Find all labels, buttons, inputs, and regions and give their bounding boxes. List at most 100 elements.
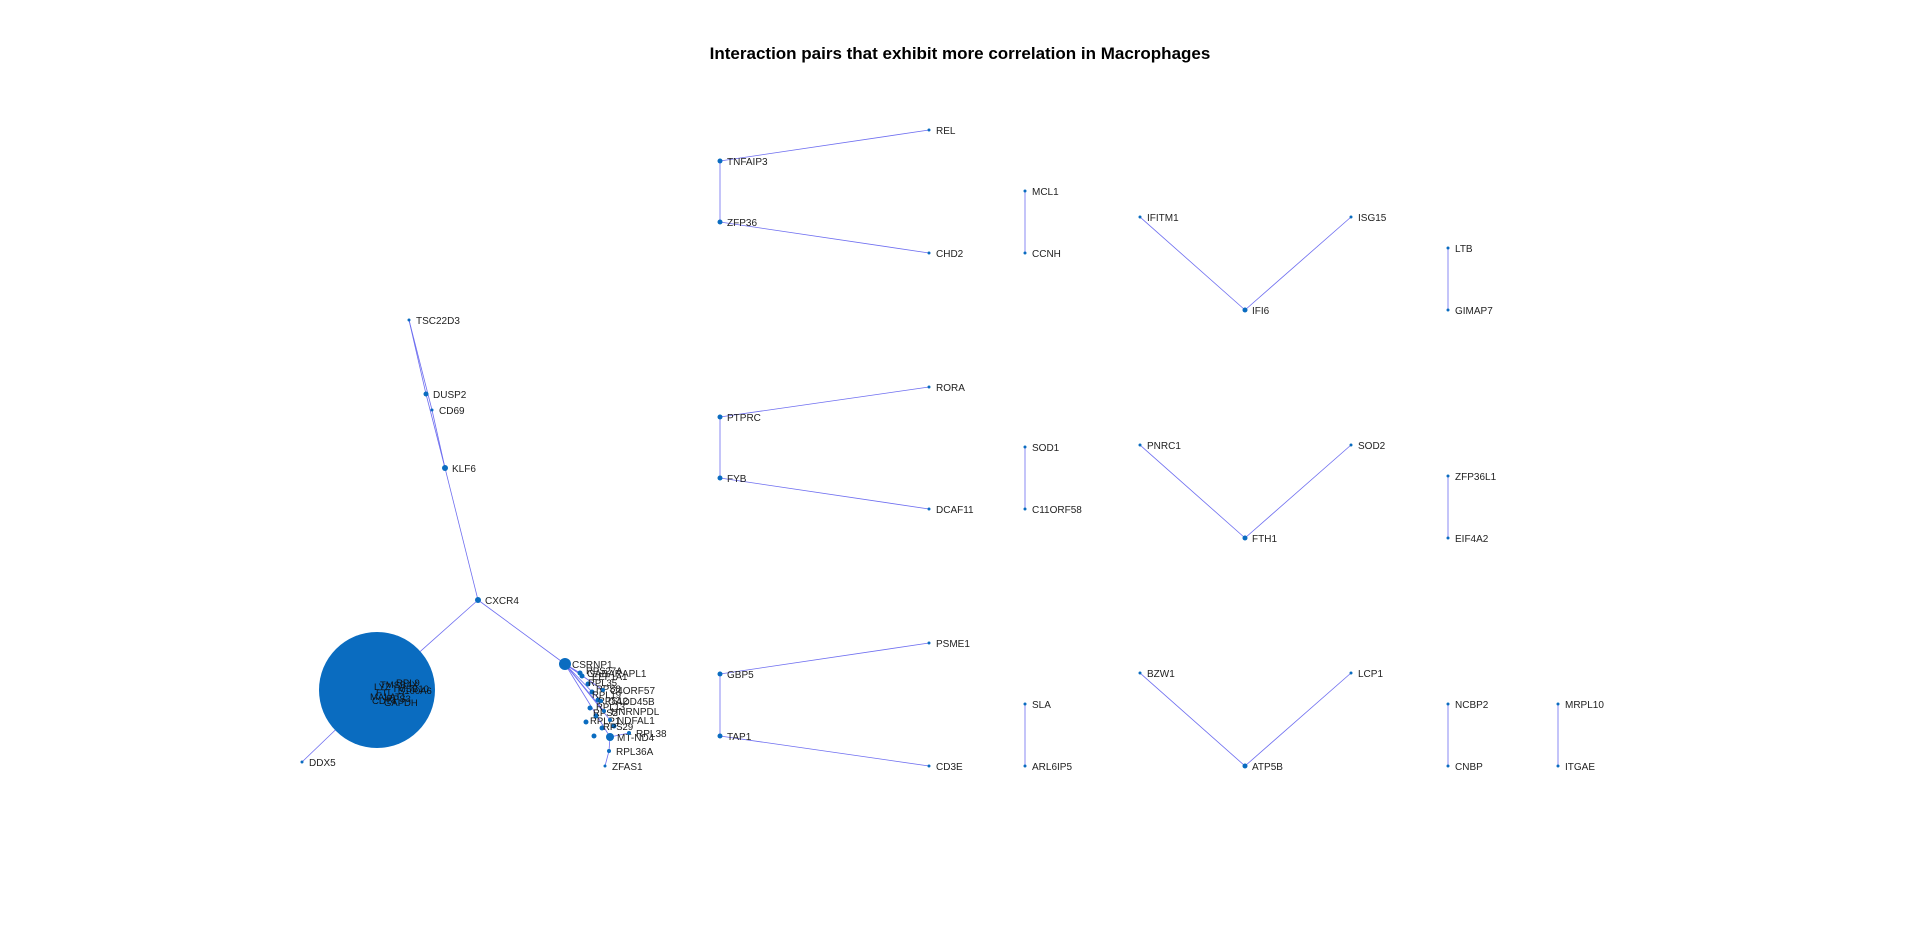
node-label-rel: REL [936,126,956,137]
hub-clutter-label-0: TMSB4X [380,680,419,691]
node-ndfal1 [608,718,612,722]
node-ccnh [1023,251,1027,255]
figure-title: Interaction pairs that exhibit more corr… [709,44,1211,63]
node-label-fyb: FYB [727,474,747,485]
node-label-csrnp1: CSRNP1 [572,660,613,671]
node-label-rpl38: RPL38 [636,729,667,740]
node-label-zfas1: ZFAS1 [612,762,643,773]
edge-IFITM1-IFI6 [1139,216,1246,311]
node-ptprc [717,414,723,420]
node-label-c4orf57: C4ORF57 [610,686,655,697]
node-label-c11orf58: C11ORF58 [1032,505,1082,516]
node-isg15 [1349,215,1353,219]
cluster-dot-9 [611,723,617,729]
node-label-rpl36a: RPL36A [616,747,654,758]
node-label-bzw1: BZW1 [1147,669,1175,680]
node-label-mrpl10: MRPL10 [1565,700,1604,711]
edge-SOD2-FTH1 [1244,444,1352,539]
node-klf6 [442,465,448,471]
node-c4orf57 [601,688,605,692]
node-label-mcl1: MCL1 [1032,187,1059,198]
node-label-dcaf11: DCAF11 [936,505,974,516]
node-atp5b [1242,763,1248,769]
edge-BZW1-ATP5B [1139,672,1246,767]
node-c11orf58 [1023,507,1027,511]
node-label-fth1: FTH1 [1252,534,1277,545]
node-rpl38 [627,731,631,735]
node-tnfaip3 [717,158,723,164]
node-label-gbp5: GBP5 [727,670,754,681]
node-mrpl10 [1556,702,1560,706]
edge-CSRNP1-GADD45B [564,663,602,702]
node-fyb [717,475,723,481]
node-label-atp5b: ATP5B [1252,762,1283,773]
node-cxcr4 [475,597,481,603]
node-zfas1 [603,764,607,768]
node-bzw1 [1138,671,1142,675]
edge-ZFP36-CHD2 [719,221,930,254]
hub-clutter-label-8: GAPDH [384,698,418,709]
node-label-psme1: PSME1 [936,639,970,650]
node-csrnp1 [559,658,571,670]
node-itgae [1556,764,1560,768]
node-label-zfp36l1: ZFP36L1 [1455,472,1497,483]
node-label-itgae: ITGAE [1565,762,1595,773]
node-cd69 [430,408,434,412]
node-label-klf6: KLF6 [452,464,476,475]
cluster-clutter-label-4: RPL19 [592,690,621,701]
node-gadd45b [599,699,603,703]
node-label-zfp36: ZFP36 [727,218,757,229]
edge-TSC22D3-CD69 [408,319,433,411]
edge-CSRNP1-MT-ND4 [564,663,611,738]
edge-PSME1-GBP5 [719,642,930,675]
cluster-dot-8 [591,733,597,739]
node-dcaf11 [927,507,931,511]
hub-clutter-label-5: RPL9 [396,678,420,689]
edge-TAP1-CD3E [719,735,930,767]
node-dusp2 [423,391,429,397]
cluster-dot-6 [583,719,589,725]
node-label-ncbp2: NCBP2 [1455,700,1489,711]
hub-clutter-label-3: MALAT1 [370,692,406,703]
node-label-gabarapl1: GABARAPL1 [587,669,647,680]
node-sod2 [1349,443,1353,447]
cluster-clutter-label-0: RPS27A [586,666,623,677]
node-label-lcp1: LCP1 [1358,669,1383,680]
edge-KLF6-CXCR4 [444,467,479,601]
node-label-cd69: CD69 [439,406,465,417]
node-tap1 [717,733,723,739]
node-cnbp [1446,764,1450,768]
cluster-clutter-label-3: RPS8 [596,684,621,695]
node-label-ltb: LTB [1455,244,1473,255]
node-ifitm1 [1138,215,1142,219]
node-fth1 [1242,535,1248,541]
node-label-ccnh: CCNH [1032,249,1061,260]
cluster-dot-7 [599,725,605,731]
edge-LCP1-ATP5B [1244,672,1352,767]
node-cd3e [927,764,931,768]
cluster-clutter-label-8: RPLP1 [590,716,620,727]
node-sod1 [1023,445,1027,449]
hub-clutter-label-1: TMSB10 [392,684,429,695]
node-label-rora: RORA [936,383,965,394]
node-label-mt-nd4: MT-ND4 [617,733,655,744]
hub-clutter-label-2: FTL [376,688,393,699]
node-tsc22d3 [407,318,411,322]
node-label-ifi6: IFI6 [1252,306,1270,317]
node-label-gadd45b: GADD45B [608,697,655,708]
edge-RORA-PTPRC [719,386,930,418]
node-label-tap1: TAP1 [727,732,752,743]
node-zfp36 [717,219,723,225]
edge-CXCR4-CSRNP1 [477,599,566,665]
edge-RPL36A-ZFAS1 [604,750,610,767]
node-label-dusp2: DUSP2 [433,390,467,401]
cluster-dot-2 [589,689,595,695]
cluster-dot-4 [587,705,593,711]
node-label-cxcr4: CXCR4 [485,596,519,607]
hub-clutter-label-4: RPS3 [386,694,411,705]
node-label-tsc22d3: TSC22D3 [416,316,460,327]
edge-REL-TNFAIP3 [719,129,930,162]
node-label-pnrc1: PNRC1 [1147,441,1181,452]
node-ifi6 [1242,307,1248,313]
node-label-cd3e: CD3E [936,762,963,773]
